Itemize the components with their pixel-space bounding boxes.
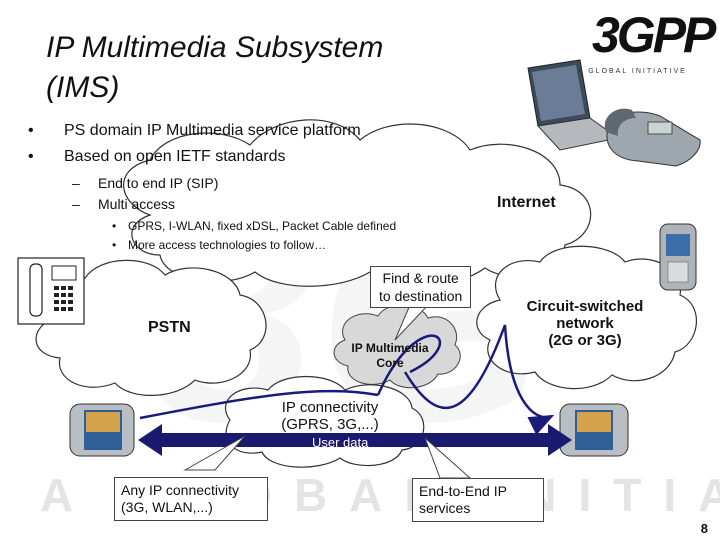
bullet-text: PS domain IP Multimedia service platform — [64, 122, 361, 139]
mobile-phone-graphic — [660, 224, 696, 290]
page-number: 8 — [701, 521, 708, 536]
logo-3gpp: 3GPP — [592, 6, 713, 64]
internet-label: Internet — [497, 194, 556, 212]
user-data-label: User data — [312, 435, 368, 450]
sub-sub-bullet-item: •GPRS, I-WLAN, fixed xDSL, Packet Cable … — [112, 219, 396, 233]
circuit-switched-label: Circuit-switched network (2G or 3G) — [500, 298, 670, 349]
left-handset-graphic — [70, 404, 134, 456]
bullet-item: •Based on open IETF standards — [28, 148, 285, 166]
ip-connectivity-label: IP connectivity (GPRS, 3G,...) — [255, 399, 405, 433]
sub-sub-bullet-text: More access technologies to follow… — [128, 238, 326, 252]
title-line-2: (IMS) — [46, 68, 383, 108]
pstn-label: PSTN — [148, 319, 191, 337]
title-line-1: IP Multimedia Subsystem — [46, 28, 383, 68]
sub-sub-bullet-item: •More access technologies to follow… — [112, 238, 326, 252]
ims-core-label: IP Multimedia Core — [340, 341, 440, 371]
sub-bullet-text: End to end IP (SIP) — [98, 175, 218, 191]
sub-sub-bullet-text: GPRS, I-WLAN, fixed xDSL, Packet Cable d… — [128, 219, 396, 233]
desk-phone-graphic — [605, 109, 701, 166]
bullet-item: •PS domain IP Multimedia service platfor… — [28, 122, 361, 140]
bullet-text: Based on open IETF standards — [64, 148, 285, 165]
page-title: IP Multimedia Subsystem (IMS) — [46, 28, 383, 108]
sub-bullet-item: –End to end IP (SIP) — [72, 175, 218, 191]
any-ip-callout: Any IP connectivity (3G, WLAN,...) — [114, 477, 268, 521]
end-to-end-callout: End-to-End IP services — [412, 478, 544, 522]
sub-bullet-item: –Multi access — [72, 196, 175, 212]
right-handset-graphic — [560, 404, 628, 456]
find-route-callout: Find & route to destination — [370, 266, 471, 308]
logo-tagline: A GLOBAL INITIATIVE — [578, 68, 687, 75]
sub-bullet-text: Multi access — [98, 196, 175, 212]
fixed-phone-graphic — [18, 258, 84, 324]
